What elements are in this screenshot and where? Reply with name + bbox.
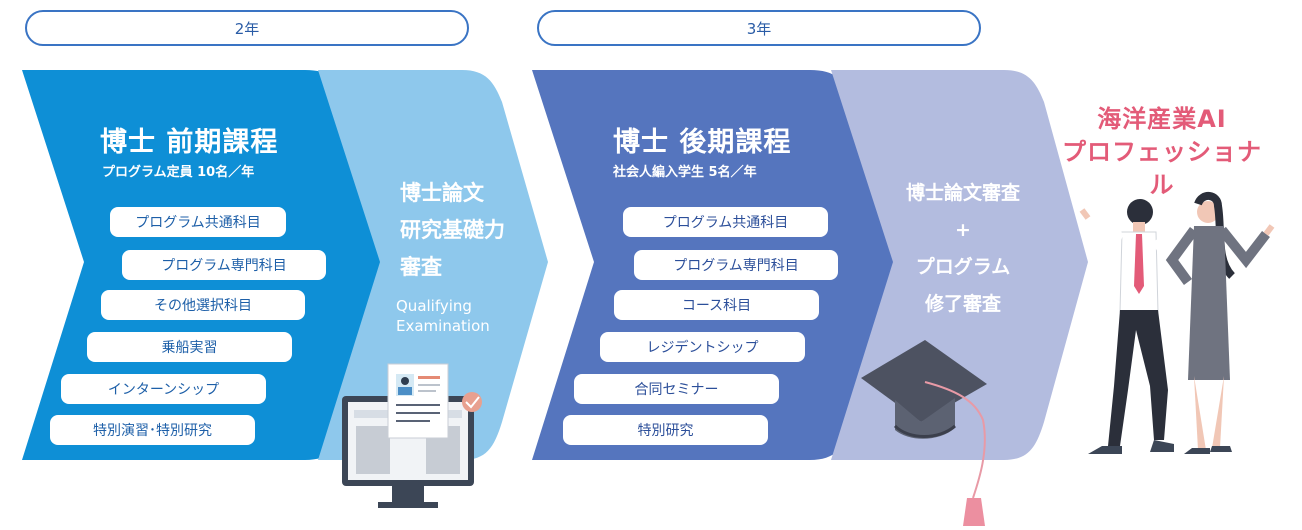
exam2-line: +: [955, 219, 971, 241]
stage1-title: 博士 前期課程: [100, 127, 279, 158]
year-2-header: 2年: [25, 10, 469, 46]
stage2-item: レジデントシップ: [600, 332, 805, 362]
outcome-line: プロフェッショナル: [1062, 138, 1262, 199]
outcome-line: 海洋産業AI: [1097, 105, 1227, 133]
exam1-sub-line: Examination: [396, 317, 490, 335]
exam2-line: 修了審査: [924, 293, 1001, 315]
exam2-title: 博士論文審査 + プログラム 修了審査: [893, 175, 1033, 323]
stage1-item: プログラム共通科目: [110, 207, 286, 237]
stage2-item: プログラム共通科目: [623, 207, 828, 237]
exam1-subtitle: Qualifying Examination: [396, 296, 490, 336]
graduation-cap-icon: [861, 340, 987, 526]
exam1-line: 審査: [400, 255, 442, 279]
stage1-item: インターンシップ: [61, 374, 266, 404]
outcome-title: 海洋産業AI プロフェッショナル: [1062, 103, 1262, 202]
exam1-line: 研究基礎力: [400, 218, 505, 242]
stage1-item: 乗船実習: [87, 332, 292, 362]
stage2-item: コース科目: [614, 290, 819, 320]
exam1-sub-line: Qualifying: [396, 297, 472, 315]
exam1-chevron: [318, 70, 548, 460]
stage2-title: 博士 後期課程: [613, 127, 792, 158]
stage2-item: プログラム専門科目: [634, 250, 838, 280]
stage1-subtitle: プログラム定員 10名／年: [102, 165, 255, 180]
exam1-title: 博士論文 研究基礎力 審査: [400, 175, 505, 286]
exam2-line: プログラム: [915, 256, 1011, 278]
stage2-item: 合同セミナー: [574, 374, 779, 404]
professionals-illustration: [1079, 192, 1275, 454]
stage1-item: その他選択科目: [101, 290, 305, 320]
document-monitor-illustration: [342, 363, 482, 508]
exam2-line: 博士論文審査: [905, 182, 1020, 204]
year-3-header: 3年: [537, 10, 981, 46]
stage1-item: プログラム専門科目: [122, 250, 326, 280]
stage2-subtitle: 社会人編入学生 5名／年: [613, 165, 757, 180]
stage1-item: 特別演習･特別研究: [50, 415, 255, 445]
stage2-item: 特別研究: [563, 415, 768, 445]
exam1-line: 博士論文: [400, 181, 484, 205]
